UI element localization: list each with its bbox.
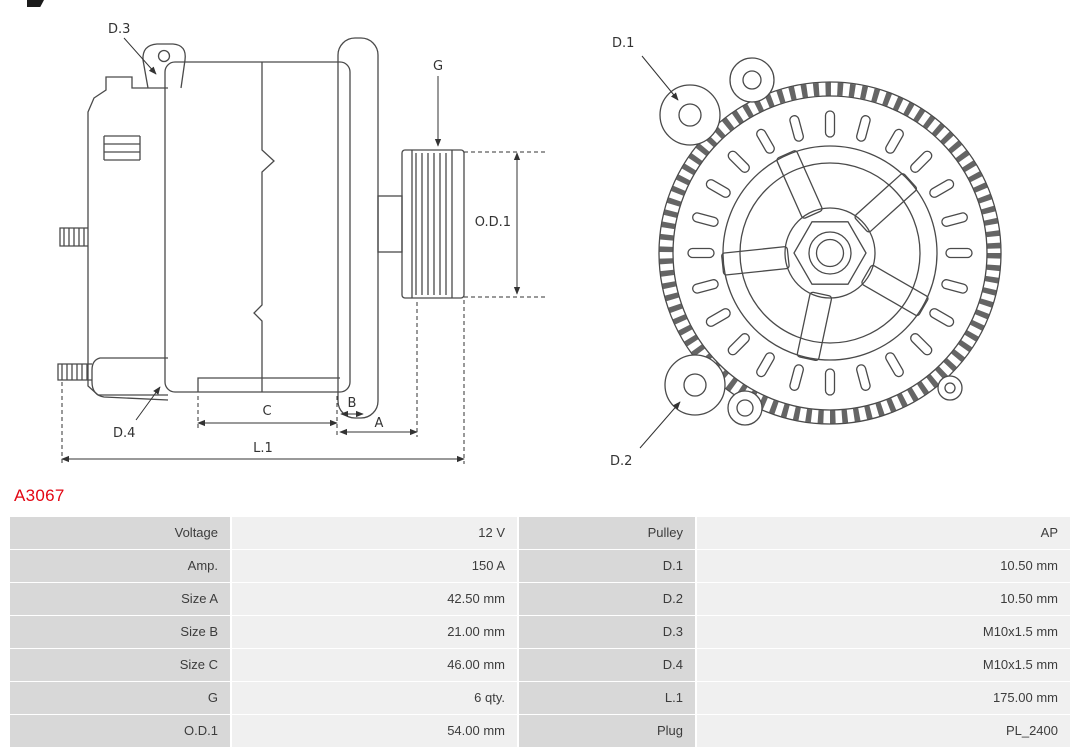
shaft-end-inner	[815, 238, 845, 268]
label-g: G	[433, 59, 443, 74]
hole-top-small	[742, 70, 762, 90]
bottom-stud-threads	[61, 364, 88, 380]
leader-d4	[135, 386, 161, 421]
leader-d1	[641, 55, 679, 101]
part-number: A3067	[14, 486, 65, 505]
shaft	[377, 195, 403, 253]
spec-value: 175.00 mm	[697, 682, 1070, 714]
dimension-lines	[61, 37, 681, 464]
pulley-grooves	[415, 153, 447, 295]
hub-boss	[784, 207, 876, 299]
rear-housing	[87, 76, 168, 396]
rotor-face-inner	[739, 162, 921, 344]
boss-d2	[664, 354, 726, 416]
spec-label: Size C	[10, 649, 230, 681]
dimension-labels: D.3 G O.D.1 D.4 C B A L.1 D.1 D.2	[108, 22, 634, 469]
spec-value: PL_2400	[697, 715, 1070, 747]
spec-label: Pulley	[519, 517, 695, 549]
rotor-face-outer	[722, 145, 938, 361]
side-view-drawing	[57, 37, 465, 419]
leader-d2	[639, 401, 681, 449]
boss-d1	[659, 84, 721, 146]
front-bracket	[337, 37, 379, 419]
hole-d1	[678, 103, 702, 127]
logo-fragment	[27, 0, 44, 7]
hex-nut	[793, 221, 867, 285]
mounting-bosses	[659, 57, 963, 426]
spec-table: Voltage 12 V Pulley AP Amp. 150 A D.1 10…	[10, 517, 1070, 747]
spec-label: Amp.	[10, 550, 230, 582]
spec-value: 6 qty.	[232, 682, 517, 714]
terminal-stud-threads	[63, 228, 85, 246]
housing-joint-line	[253, 62, 275, 392]
spec-value: M10x1.5 mm	[697, 649, 1070, 681]
spec-label: Voltage	[10, 517, 230, 549]
bottom-lug	[91, 357, 169, 401]
spec-value: 150 A	[232, 550, 517, 582]
leader-d3	[123, 37, 157, 75]
spec-label: Size A	[10, 583, 230, 615]
spec-value: AP	[697, 517, 1070, 549]
body-foot	[197, 377, 340, 392]
label-a: A	[375, 416, 384, 431]
top-ear	[142, 43, 186, 89]
spec-value: 54.00 mm	[232, 715, 517, 747]
front-view-drawing	[658, 57, 1002, 426]
boss-bottom-small	[727, 390, 763, 426]
inner-ring	[672, 95, 988, 411]
alternator-body	[164, 61, 351, 393]
spec-value: M10x1.5 mm	[697, 616, 1070, 648]
bottom-stud	[57, 363, 92, 381]
spokes	[720, 149, 930, 362]
label-od1: O.D.1	[475, 215, 511, 230]
spec-label: Size B	[10, 616, 230, 648]
top-ear-hole	[157, 49, 171, 63]
spec-value: 46.00 mm	[232, 649, 517, 681]
spec-label: D.2	[519, 583, 695, 615]
spec-label: G	[10, 682, 230, 714]
label-b: B	[348, 396, 357, 411]
spec-label: D.1	[519, 550, 695, 582]
spec-value: 10.50 mm	[697, 583, 1070, 615]
spec-label: O.D.1	[10, 715, 230, 747]
label-d3: D.3	[108, 22, 130, 37]
spec-label: L.1	[519, 682, 695, 714]
hole-bottom-small	[736, 399, 754, 417]
label-c: C	[262, 404, 271, 419]
spec-label: Plug	[519, 715, 695, 747]
alternator-technical-drawing: D.3 G O.D.1 D.4 C B A L.1 D.1 D.2	[57, 22, 1002, 469]
rear-vent-detail	[103, 135, 141, 161]
spec-value: 21.00 mm	[232, 616, 517, 648]
label-d4: D.4	[113, 426, 135, 441]
label-d2: D.2	[610, 454, 632, 469]
spec-label: D.3	[519, 616, 695, 648]
boss-top-small	[729, 57, 775, 103]
spec-value: 42.50 mm	[232, 583, 517, 615]
label-l1: L.1	[253, 441, 273, 456]
shaft-end-outer	[808, 231, 852, 275]
spec-value: 12 V	[232, 517, 517, 549]
outer-ring	[658, 81, 1002, 425]
spec-label: D.4	[519, 649, 695, 681]
label-d1: D.1	[612, 36, 634, 51]
cooling-fins	[659, 82, 1001, 424]
technical-drawing-area: D.3 G O.D.1 D.4 C B A L.1 D.1 D.2	[57, 22, 1002, 469]
boss-right-small	[937, 375, 963, 401]
hole-d2	[683, 373, 707, 397]
pulley-flanges	[411, 150, 453, 298]
spec-value: 10.50 mm	[697, 550, 1070, 582]
hole-right-small	[944, 382, 956, 394]
pulley	[401, 149, 465, 299]
